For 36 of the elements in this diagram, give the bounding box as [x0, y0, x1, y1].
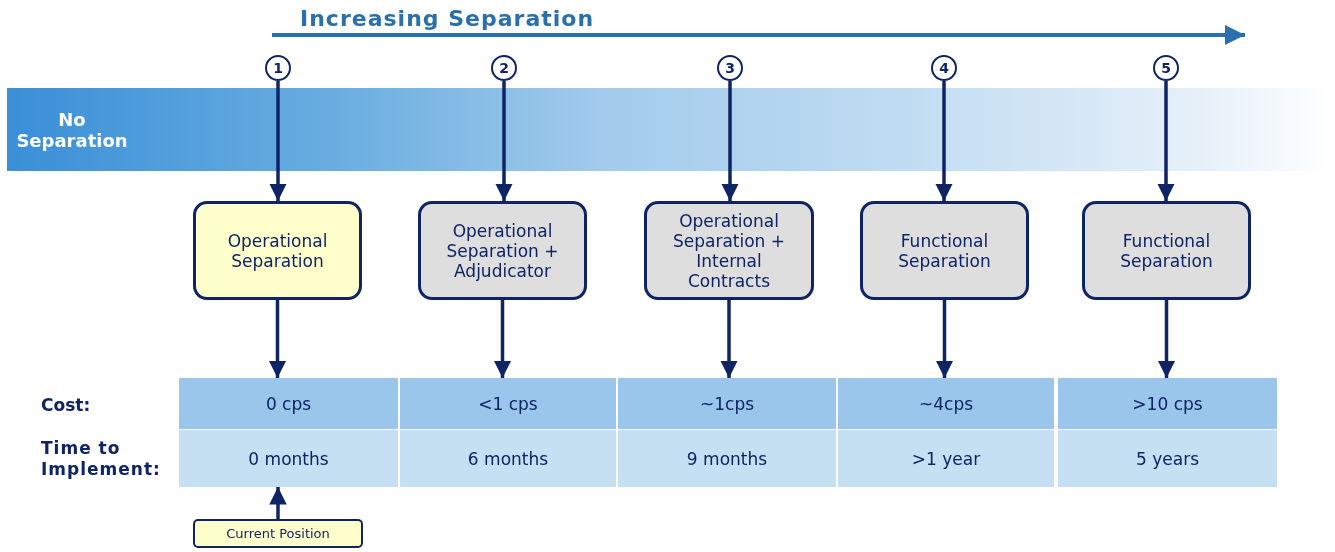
row-label: Cost: — [41, 395, 91, 415]
step-number: 3 — [717, 55, 743, 81]
arrow — [269, 487, 287, 519]
option-box: Operational Separation + Adjudicator — [418, 201, 587, 300]
cost-cell: <1 cps — [400, 378, 616, 429]
time-cell: 6 months — [400, 430, 616, 487]
option-box: Functional Separation — [860, 201, 1029, 300]
position-tag: Current Position — [193, 519, 363, 548]
direction-label: Increasing Separation — [300, 6, 595, 31]
arrow — [268, 300, 287, 378]
time-cell: 9 months — [618, 430, 836, 487]
cost-cell: ~1cps — [618, 378, 836, 429]
arrow — [495, 81, 513, 201]
row-label: Time to Implement: — [41, 438, 162, 480]
arrow — [721, 81, 739, 201]
option-box: Operational Separation + Internal Contracts — [644, 201, 814, 300]
option-box: Functional Separation — [1082, 201, 1251, 300]
arrow — [493, 300, 512, 378]
step-number: 4 — [931, 55, 957, 81]
arrow — [1157, 300, 1176, 378]
cost-cell: >10 cps — [1058, 378, 1277, 429]
step-number: 2 — [491, 55, 517, 81]
cost-cell: ~4cps — [838, 378, 1054, 429]
arrow — [720, 300, 738, 378]
step-number: 5 — [1153, 55, 1179, 81]
cost-cell: 0 cps — [179, 378, 398, 429]
band-label: No Separation — [15, 109, 129, 151]
arrow — [269, 81, 287, 201]
arrow — [935, 300, 954, 378]
step-number: 1 — [265, 55, 291, 81]
arrow — [935, 81, 953, 201]
time-cell: 5 years — [1058, 430, 1277, 487]
time-cell: 0 months — [179, 430, 398, 487]
highlighted-box: Operational Separation — [193, 201, 362, 300]
time-cell: >1 year — [838, 430, 1054, 487]
arrow — [1157, 81, 1175, 201]
